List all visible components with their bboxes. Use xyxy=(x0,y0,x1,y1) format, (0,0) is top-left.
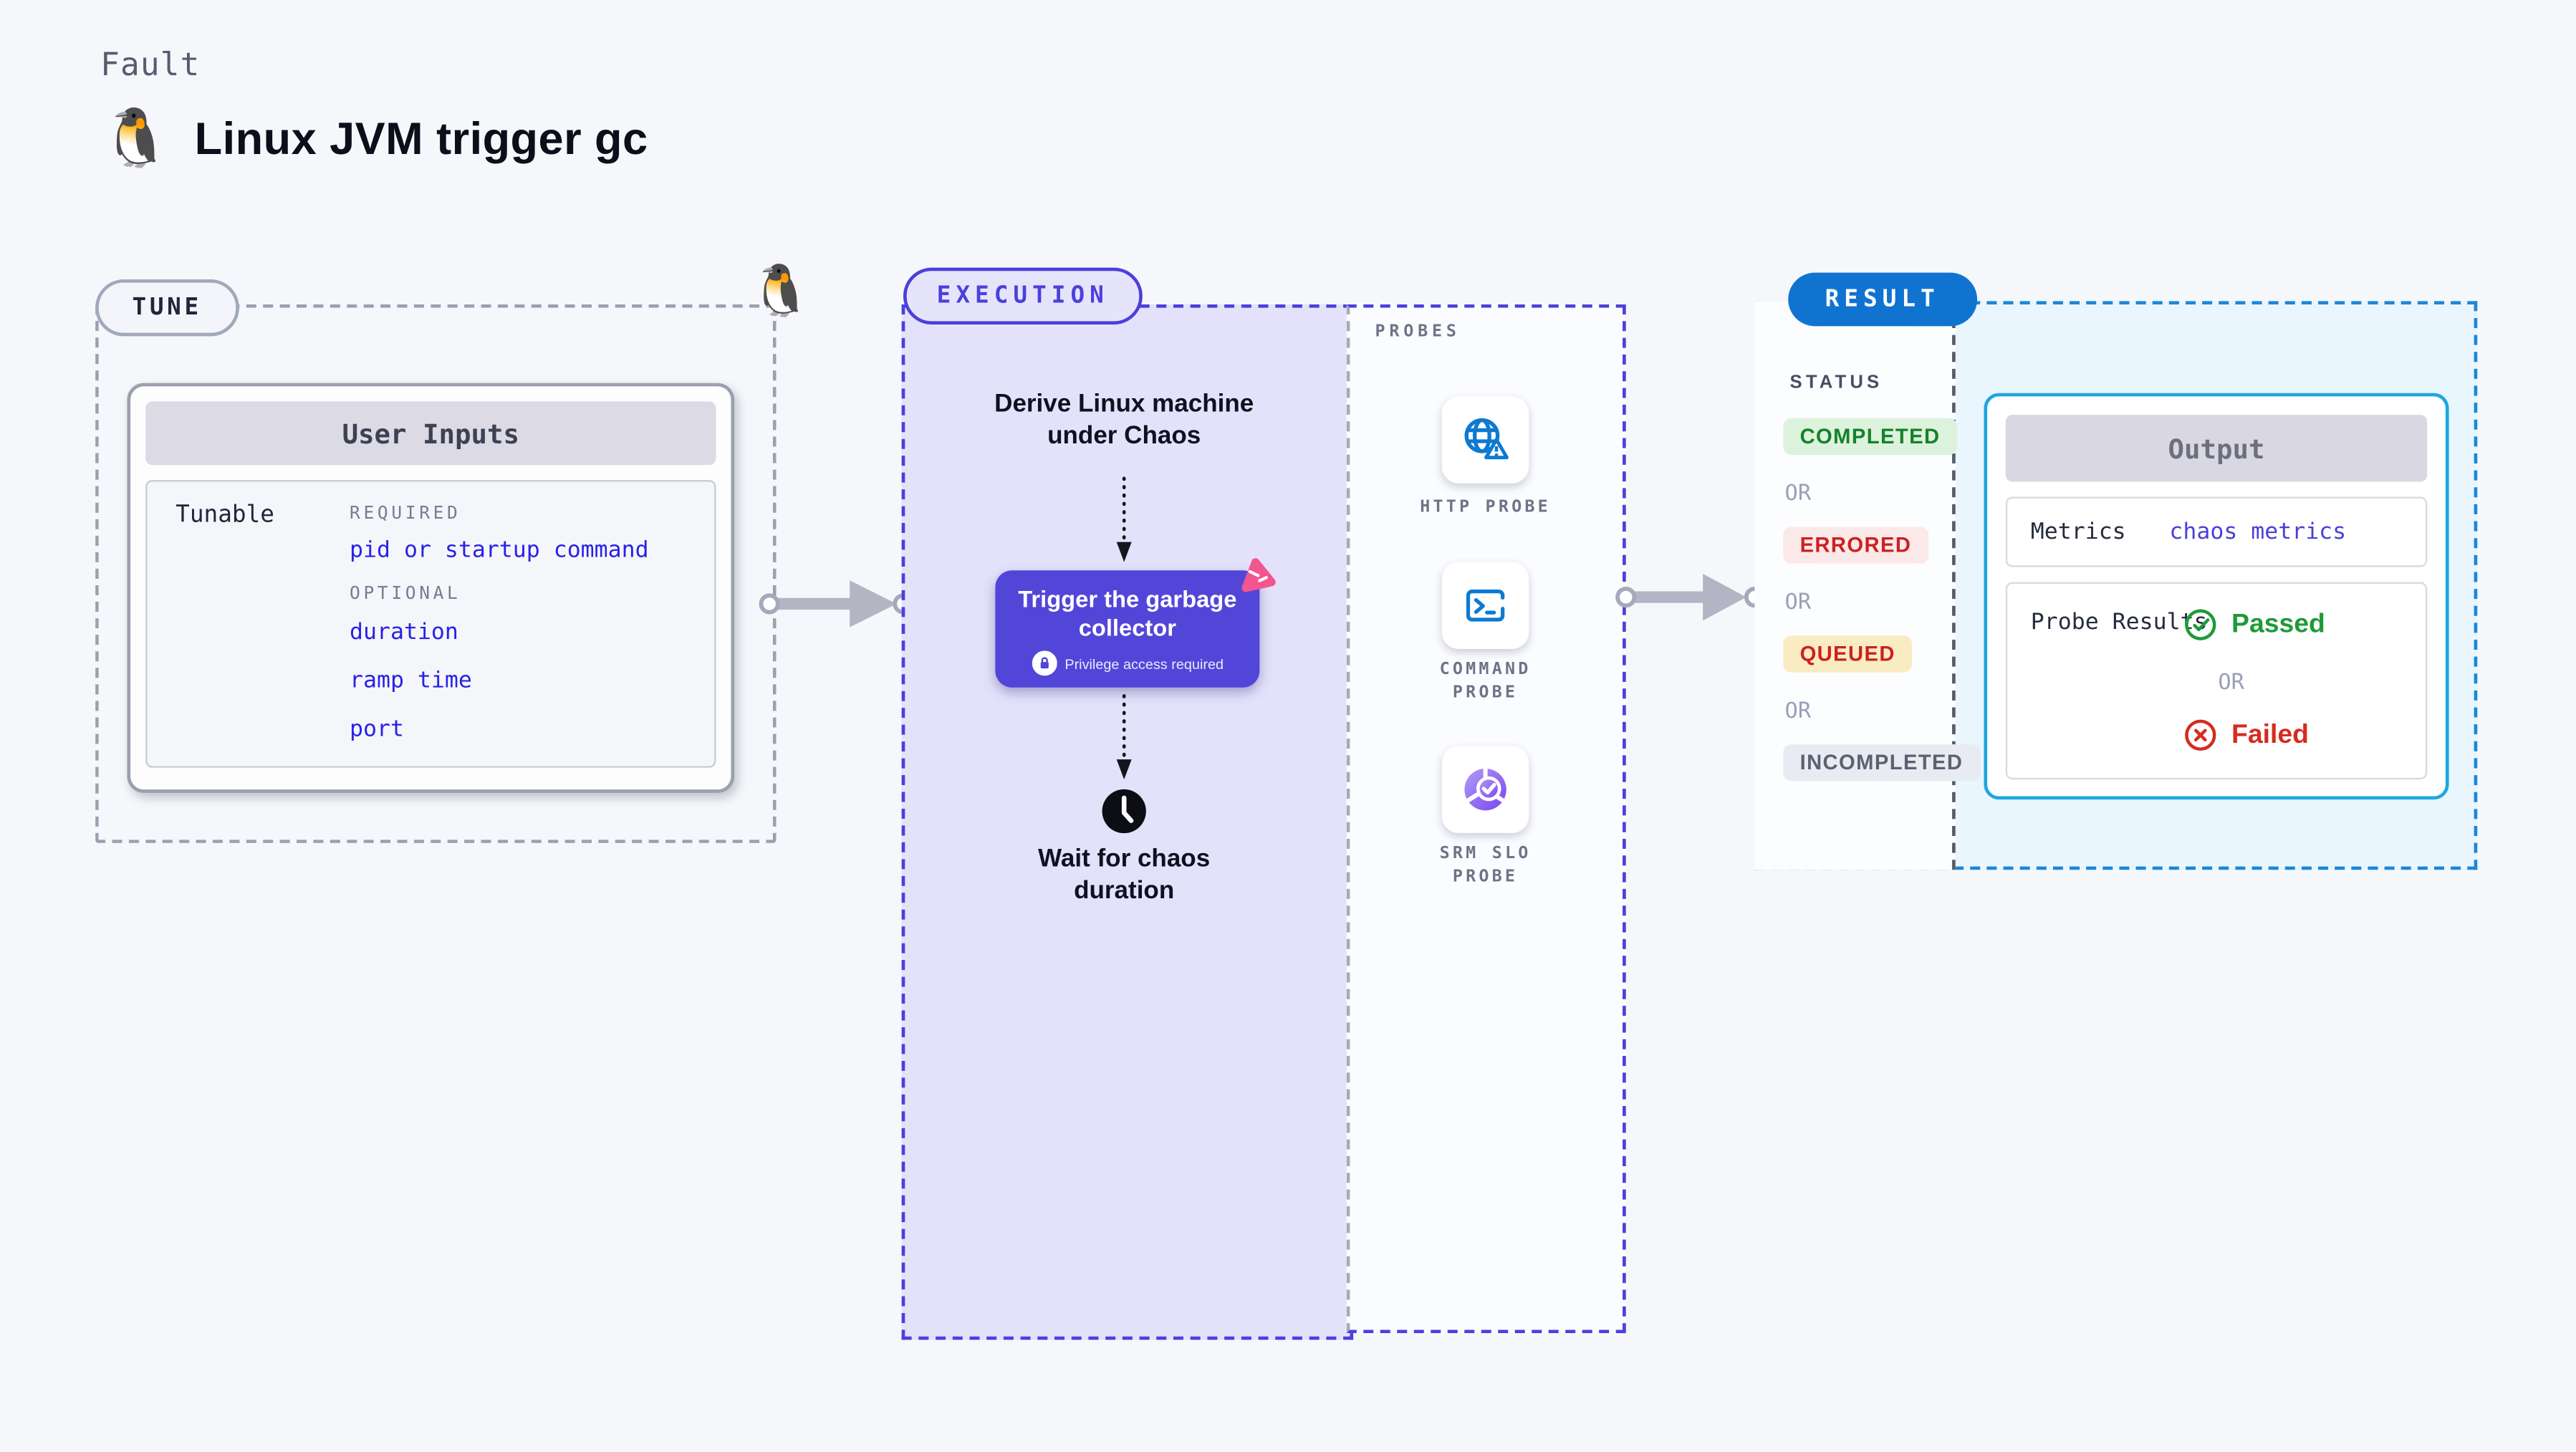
metrics-row: Metrics chaos metrics xyxy=(2005,496,2428,567)
http-probe-card[interactable] xyxy=(1441,396,1529,484)
tunable-link-pid[interactable]: pid or startup command xyxy=(350,537,649,564)
srm-slo-probe-label: SRM SLO PROBE xyxy=(1439,845,1532,886)
lock-icon xyxy=(1031,650,1057,676)
user-inputs-title: User Inputs xyxy=(145,401,716,466)
passed-row: Passed xyxy=(2183,607,2325,643)
trigger-gc-button[interactable]: Trigger the garbage collector Privilege … xyxy=(995,570,1260,688)
status-badge-errored[interactable]: ERRORED xyxy=(1783,527,1928,564)
failed-label: Failed xyxy=(2231,720,2309,749)
tunable-link-ramp-time[interactable]: ramp time xyxy=(350,667,472,695)
derive-machine-label: Derive Linux machine under Chaos xyxy=(994,390,1254,451)
clock-icon xyxy=(1102,789,1146,834)
page-title: Linux JVM trigger gc xyxy=(194,112,648,163)
passed-label: Passed xyxy=(2231,610,2325,638)
probes-label: PROBES xyxy=(1375,322,1461,342)
status-or-separator: OR xyxy=(1784,699,1812,725)
probe-results-label: Probe Results xyxy=(2030,608,2208,636)
metrics-label: Metrics xyxy=(2030,518,2126,546)
dotted-arrow-derive-to-trigger xyxy=(1116,476,1132,562)
tunable-row-label: Tunable xyxy=(176,501,274,529)
x-circle-icon xyxy=(2185,719,2216,751)
slo-donut-icon xyxy=(1464,766,1507,811)
probe-results-or: OR xyxy=(2218,670,2244,696)
status-badge-queued[interactable]: QUEUED xyxy=(1783,635,1913,673)
required-label: REQUIRED xyxy=(350,503,461,524)
execution-badge: EXECUTION xyxy=(903,267,1143,325)
arrow-probes-to-result xyxy=(1615,573,1766,621)
status-badge-completed[interactable]: COMPLETED xyxy=(1783,418,1957,456)
probe-results-row: Probe Results Passed OR Failed xyxy=(2005,582,2428,780)
command-probe-label: COMMAND PROBE xyxy=(1439,660,1532,702)
arrow-tune-to-execution xyxy=(759,580,914,628)
tunable-link-duration[interactable]: duration xyxy=(350,618,458,646)
srm-slo-probe-card[interactable] xyxy=(1441,746,1529,833)
tune-penguin-icon: 🐧 xyxy=(749,264,812,320)
status-or-separator: OR xyxy=(1784,481,1812,507)
fault-kicker: Fault xyxy=(100,47,201,84)
check-circle-icon xyxy=(2185,609,2216,640)
user-inputs-card: User Inputs Tunable REQUIRED pid or star… xyxy=(127,383,735,793)
page-header: 🐧 Linux JVM trigger gc xyxy=(100,110,648,167)
dotted-arrow-trigger-to-wait xyxy=(1116,694,1132,780)
privilege-access-label: Privilege access required xyxy=(1064,655,1224,672)
tune-badge: TUNE xyxy=(95,279,239,337)
status-label: STATUS xyxy=(1789,372,1883,393)
linux-penguin-icon: 🐧 xyxy=(100,107,171,171)
http-probe-label: HTTP PROBE xyxy=(1420,498,1551,517)
optional-label: OPTIONAL xyxy=(350,583,461,604)
tune-section-box xyxy=(95,304,777,843)
metrics-value-link[interactable]: chaos metrics xyxy=(2169,518,2347,546)
command-probe-card[interactable] xyxy=(1441,562,1529,650)
status-badge-incompleted[interactable]: INCOMPLETED xyxy=(1783,744,1980,782)
tunable-table: Tunable REQUIRED pid or startup command … xyxy=(145,480,716,768)
status-or-separator: OR xyxy=(1784,590,1812,616)
terminal-icon xyxy=(1466,589,1505,622)
tunable-link-port[interactable]: port xyxy=(350,716,404,743)
failed-row: Failed xyxy=(2183,718,2309,753)
globe-alert-icon xyxy=(1464,418,1509,460)
output-title: Output xyxy=(2005,415,2428,482)
trigger-gc-label: Trigger the garbage collector xyxy=(1018,585,1237,641)
result-badge: RESULT xyxy=(1788,272,1977,327)
chaos-spark-icon xyxy=(1241,558,1276,592)
wait-duration-label: Wait for chaos duration xyxy=(1038,845,1211,905)
output-card: Output Metrics chaos metrics Probe Resul… xyxy=(1984,393,2449,800)
